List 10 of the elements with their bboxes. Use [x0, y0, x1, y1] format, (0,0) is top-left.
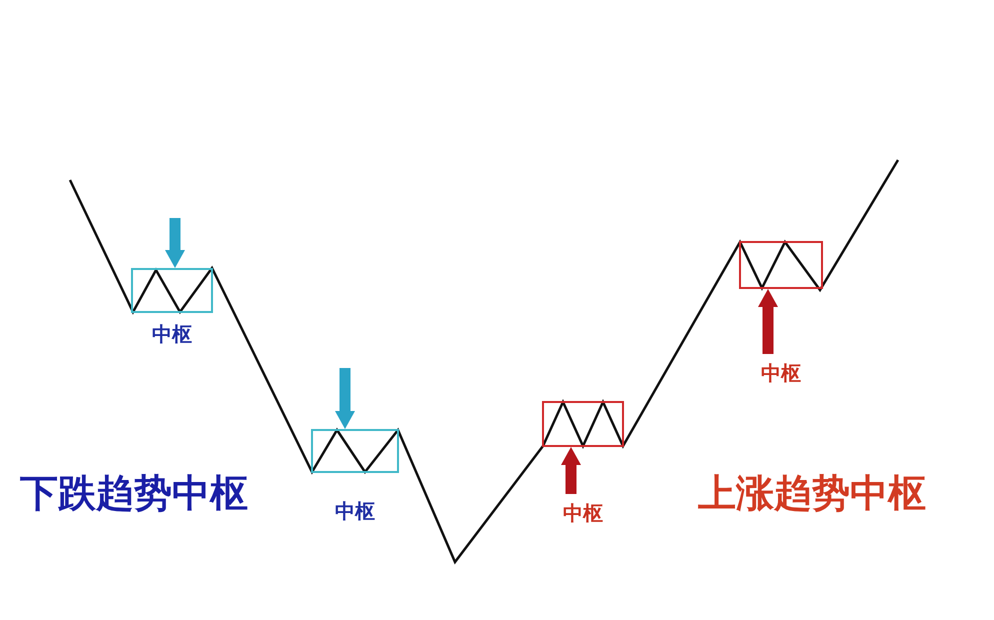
pivot-label: 中枢 [761, 361, 801, 385]
pivot-label: 中枢 [563, 501, 603, 525]
pivot-label: 中枢 [152, 322, 192, 346]
pivot-label: 中枢 [335, 499, 375, 523]
trend-label: 下跌趋势中枢 [20, 470, 248, 516]
arrow [758, 289, 778, 354]
arrow [561, 447, 581, 494]
arrow [165, 218, 185, 268]
arrow [335, 368, 355, 429]
trend-label: 上涨趋势中枢 [698, 470, 926, 516]
